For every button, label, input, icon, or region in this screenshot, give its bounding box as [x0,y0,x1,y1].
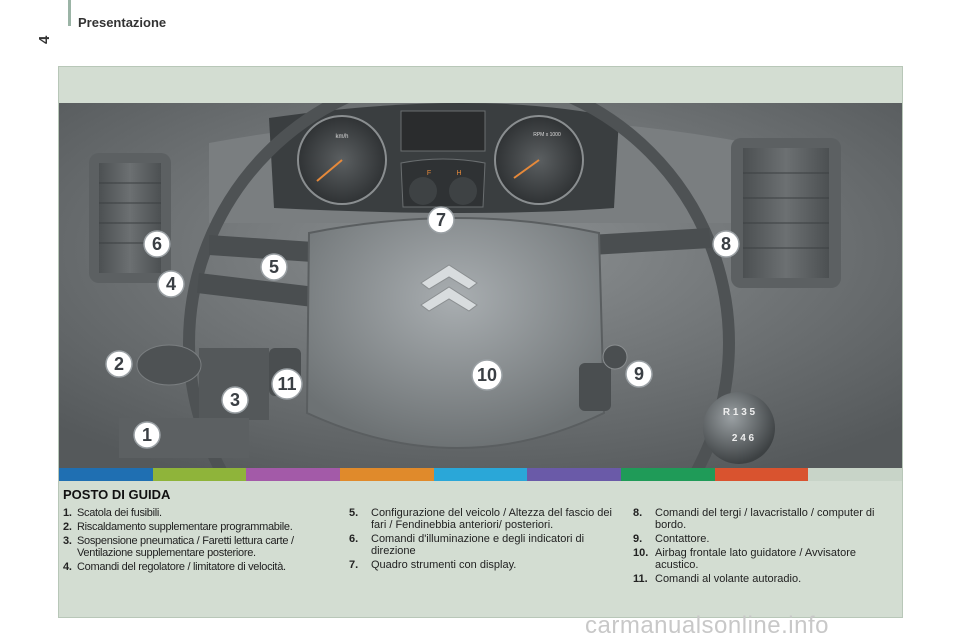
color-strip-segment [433,468,528,481]
svg-text:5: 5 [269,257,279,277]
color-strip-segment [808,468,903,481]
content-panel: km/h RPM x 1000 F H [58,66,903,618]
legend-item: 5. Configurazione del veicolo / Altezza d… [349,507,614,531]
gear-knob: R 1 3 5 2 4 6 [703,392,775,464]
legend-column-1: 1. Scatola dei fusibili. 2. Riscaldamento … [63,507,338,575]
page-number: 4 [36,35,53,44]
callout-6: 6 [143,230,171,258]
legend-item: 4. Comandi del regolatore / limitatore di… [63,561,338,573]
cluster-display [400,110,486,152]
color-strip-segment [621,468,715,481]
svg-text:3: 3 [230,390,240,410]
color-strip [59,468,903,481]
legend-item: 1. Scatola dei fusibili. [63,507,338,519]
legend-number: 7. [349,559,359,571]
dashboard-illustration: km/h RPM x 1000 F H [59,103,902,468]
legend-number: 5. [349,507,359,519]
heater-timer-display [136,344,202,386]
watermark: carmanualsonline.info [585,612,829,639]
page-header: Presentazione [78,15,167,30]
svg-text:2 4 6: 2 4 6 [732,433,755,444]
svg-text:11: 11 [277,374,296,394]
color-strip-segment [527,468,622,481]
svg-text:RPM x 1000: RPM x 1000 [533,132,561,138]
fuel-temp-gauges: F H [400,158,486,208]
callout-2: 2 [105,350,133,378]
callout-9: 9 [625,360,653,388]
legend-text: Configurazione del veicolo / Altezza del… [371,507,612,531]
legend-text: Sospensione pneumatica / Faretti lettura… [77,535,294,559]
legend-text: Comandi del regolatore / limitatore di v… [77,561,286,573]
svg-text:7: 7 [436,210,446,230]
svg-text:4: 4 [166,274,176,294]
left-stalk-upper [209,235,329,263]
svg-text:km/h: km/h [335,134,348,140]
callout-10: 10 [471,359,503,391]
right-air-vent [731,138,841,288]
ignition-switch [602,344,628,370]
callout-7: 7 [427,206,455,234]
legend-item: 6. Comandi d'illuminazione e degli indica… [349,533,614,557]
svg-text:6: 6 [152,234,162,254]
color-strip-segment [152,468,247,481]
brand-logo-chevron-upper [420,264,478,290]
callout-4: 4 [157,270,185,298]
callout-3: 3 [221,386,249,414]
color-strip-segment [714,468,809,481]
callout-5: 5 [260,253,288,281]
legend-number: 10. [633,547,649,559]
legend-item: 3. Sospensione pneumatica / Faretti lettu… [63,535,338,559]
callout-8: 8 [712,230,740,258]
steering-wheel-rim [183,103,735,468]
legend-number: 1. [63,507,72,519]
legend-number: 6. [349,533,359,545]
left-air-vent [89,153,171,283]
svg-text:2: 2 [114,354,124,374]
legend-text: Comandi del tergi / lavacristallo / comp… [655,507,875,531]
legend-column-2: 5. Configurazione del veicolo / Altezza d… [349,507,614,573]
svg-text:F: F [427,170,431,177]
svg-text:H: H [456,170,461,177]
legend-item: 2. Riscaldamento supplementare programmab… [63,521,338,533]
legend-text: Comandi al volante autoradio. [655,573,802,585]
legend-item: 10. Airbag frontale lato guidatore / Avvi… [633,547,878,571]
legend-text: Scatola dei fusibili. [77,507,162,519]
svg-text:10: 10 [477,365,497,385]
svg-text:1: 1 [142,425,152,445]
callout-11: 11 [271,368,303,400]
callout-1: 1 [133,421,161,449]
legend-number: 11. [633,573,648,585]
right-steering-controls [579,363,611,411]
color-strip-segment [59,468,153,481]
legend-item: 7. Quadro strumenti con display. [349,559,614,571]
svg-text:8: 8 [721,234,731,254]
brand-logo-chevron-lower [420,286,478,312]
color-strip-segment [246,468,341,481]
legend-number: 3. [63,535,72,547]
legend-number: 8. [633,507,643,519]
left-stalk-lower [197,273,324,308]
legend-number: 9. [633,533,643,545]
header-accent-bar [68,0,71,26]
svg-text:9: 9 [634,364,644,384]
legend-item: 11. Comandi al volante autoradio. [633,573,878,585]
legend-item: 9. Contattore. [633,533,878,545]
legend-column-3: 8. Comandi del tergi / lavacristallo / co… [633,507,878,587]
color-strip-segment [340,468,434,481]
legend-number: 2. [63,521,72,533]
legend-text: Contattore. [655,533,710,545]
legend-text: Riscaldamento supplementare programmabil… [77,521,293,533]
svg-text:R 1 3 5: R 1 3 5 [723,407,756,418]
right-stalk [589,228,711,255]
dashboard-drawing: km/h RPM x 1000 F H [59,103,902,468]
tachometer: RPM x 1000 [494,115,584,205]
legend-text: Airbag frontale lato guidatore / Avvisat… [655,547,856,571]
airbag-hub [305,217,606,449]
legend-number: 4. [63,561,72,573]
legend-text: Comandi d'illuminazione e degli indicato… [371,533,585,557]
speedometer: km/h [297,115,387,205]
section-title: POSTO DI GUIDA [63,487,171,502]
legend-text: Quadro strumenti con display. [371,559,517,571]
legend-item: 8. Comandi del tergi / lavacristallo / co… [633,507,878,531]
